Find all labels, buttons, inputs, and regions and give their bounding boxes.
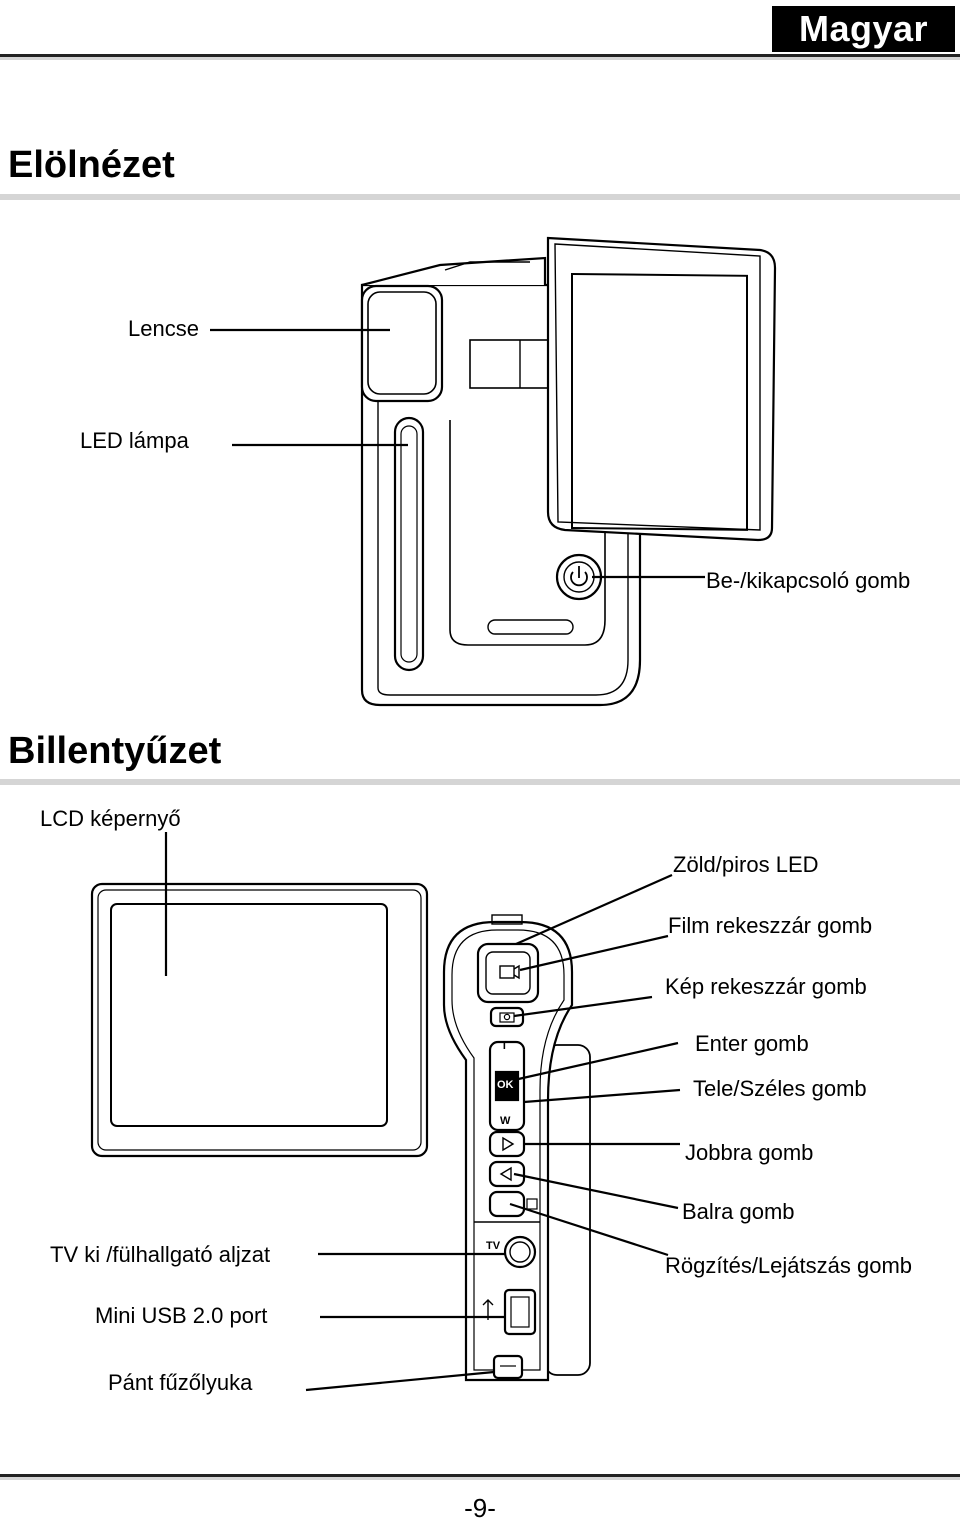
label-left: Balra gomb — [682, 1199, 795, 1224]
flip-lcd — [546, 236, 777, 542]
lcd-panel — [90, 882, 429, 1158]
label-strap-hole: Pánt fűzőlyuka — [108, 1370, 253, 1395]
footer-rule-shadow — [0, 1477, 960, 1480]
lens-housing — [360, 284, 444, 403]
front-view-diagram — [210, 236, 777, 707]
strap-hole — [492, 1354, 524, 1380]
label-picture-shutter: Kép rekeszzár gomb — [665, 974, 867, 999]
callout-strap — [305, 1370, 495, 1392]
camera-body-inner — [377, 398, 629, 696]
mini-usb-port — [503, 1288, 537, 1336]
callout-record-play — [509, 1202, 669, 1257]
callout-left — [513, 1172, 679, 1210]
footer-rule — [0, 1474, 960, 1477]
front-view-title: Elölnézet — [8, 144, 175, 186]
mark-ok: OK — [497, 1079, 514, 1091]
label-movie-shutter: Film rekeszzár gomb — [668, 913, 873, 938]
label-mini-usb: Mini USB 2.0 port — [95, 1303, 268, 1328]
mark-tv: TV — [486, 1240, 501, 1252]
mark-tele: T — [501, 1040, 508, 1052]
header-rule-shadow — [0, 57, 960, 60]
language-tab: Magyar — [772, 6, 955, 52]
lens — [367, 291, 437, 395]
label-green-red-led: Zöld/piros LED — [673, 852, 819, 877]
label-lens: Lencse — [128, 316, 199, 341]
page-number: -9- — [464, 1493, 496, 1523]
mark-wide: W — [500, 1115, 511, 1127]
callout-tele-wide — [523, 1088, 681, 1104]
header-rule — [0, 54, 960, 57]
callout-picture-shutter — [513, 995, 653, 1018]
keyboard-rule — [0, 779, 960, 785]
record-play-button — [488, 1190, 526, 1218]
left-button — [488, 1160, 526, 1188]
label-power-button: Be-/kikapcsoló gomb — [706, 568, 911, 593]
label-enter: Enter gomb — [695, 1031, 809, 1056]
picture-shutter-button — [489, 1006, 525, 1028]
label-tele-wide: Tele/Széles gomb — [693, 1076, 867, 1101]
label-tv-out: TV ki /fülhallgató aljzat — [50, 1242, 271, 1267]
lcd-screen — [110, 903, 388, 1127]
led-lamp — [393, 416, 425, 672]
callout-enter — [513, 1041, 679, 1082]
front-view-rule — [0, 194, 960, 200]
side-body — [544, 1044, 591, 1376]
label-right: Jobbra gomb — [685, 1140, 814, 1165]
flip-lcd-screen — [571, 272, 748, 531]
movie-shutter-button — [476, 942, 540, 1004]
label-record-play: Rögzítés/Lejátszás gomb — [665, 1253, 913, 1278]
keyboard-title: Billentyűzet — [8, 730, 222, 772]
callout-green-red-led — [515, 873, 673, 946]
label-led-lamp: LED lámpa — [80, 428, 189, 453]
right-button — [488, 1130, 526, 1158]
label-lcd-screen: LCD képernyő — [40, 806, 181, 831]
callout-movie-shutter — [519, 934, 669, 972]
enter-button — [494, 1070, 520, 1102]
